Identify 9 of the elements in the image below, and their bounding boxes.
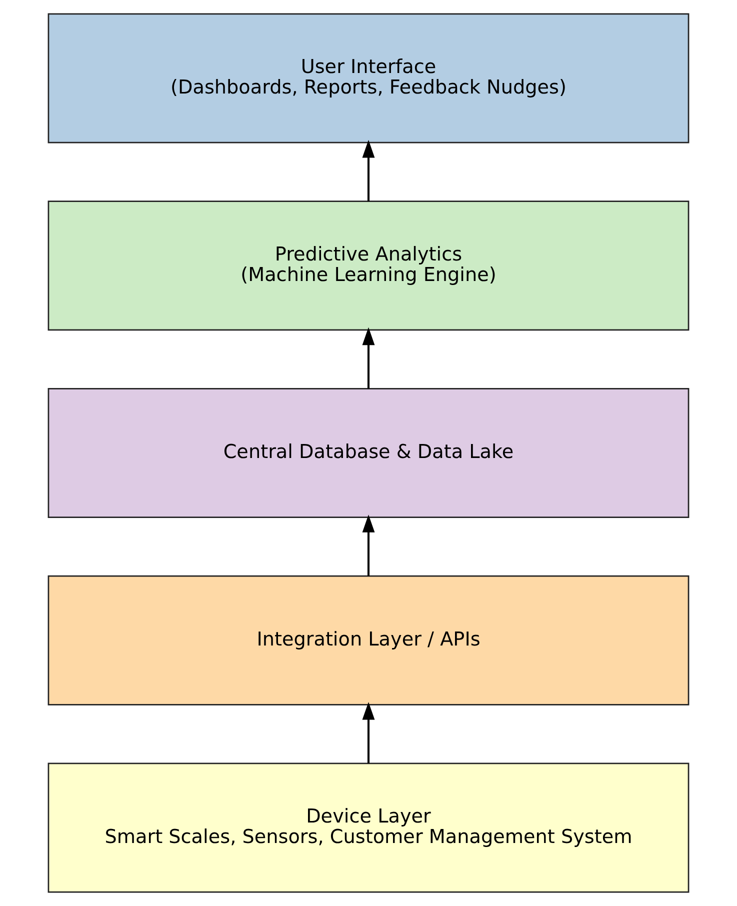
node-box: Predictive Analytics (Machine Learning Engine) [48, 200, 690, 331]
node-box: Central Database & Data Lake [48, 388, 690, 518]
arrow [362, 702, 375, 764]
arrow [362, 327, 375, 389]
arrow [362, 140, 375, 202]
node-box: Device Layer Smart Scales, Sensors, Customer Management System [48, 762, 690, 893]
node-box: Integration Layer / APIs [48, 575, 690, 706]
arrow [362, 514, 375, 576]
node-box: User Interface (Dashboards, Reports, Feedback Nudges) [48, 13, 690, 144]
